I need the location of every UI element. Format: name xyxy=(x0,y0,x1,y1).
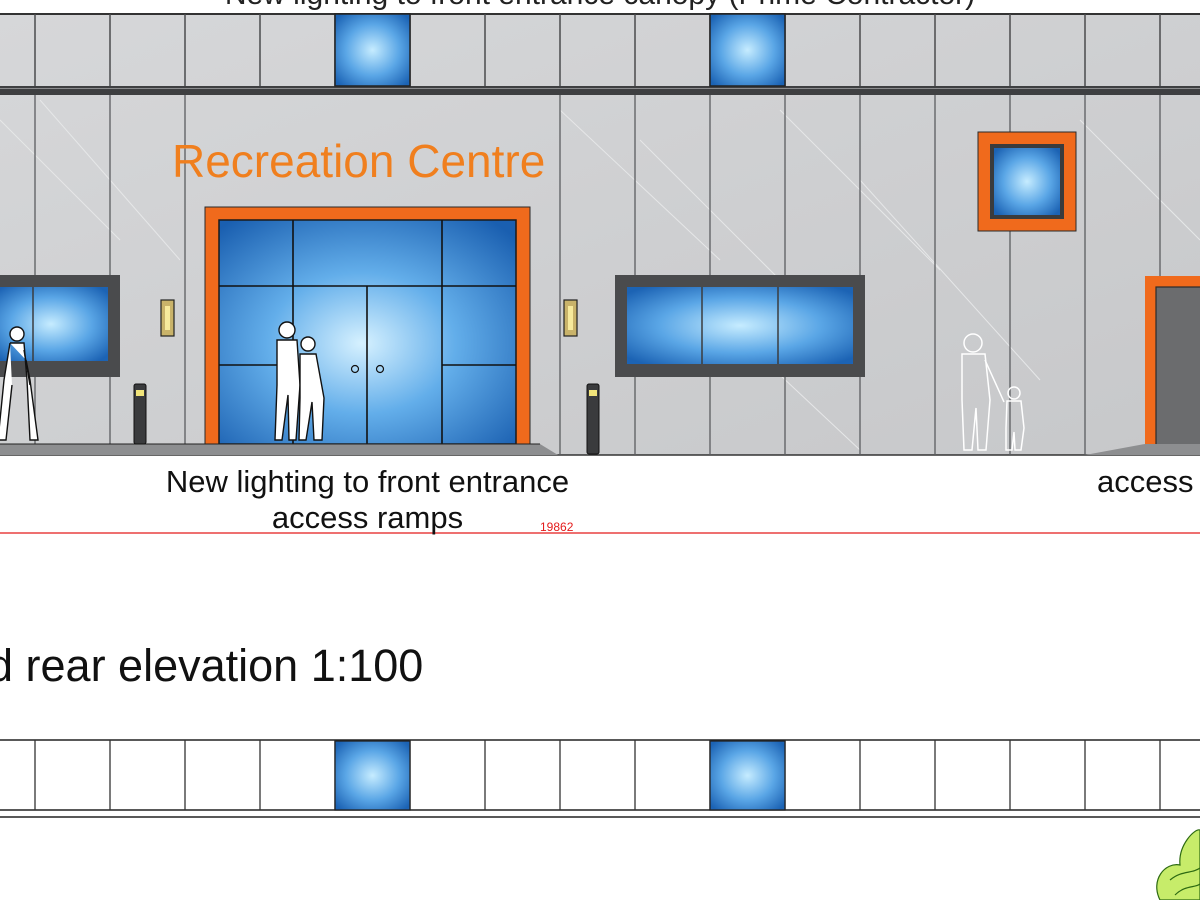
clerestory-window xyxy=(334,13,411,87)
elevation-title: d rear elevation 1:100 xyxy=(0,640,424,691)
rear-clerestory-window xyxy=(334,740,411,811)
wall-light-icon xyxy=(563,299,578,337)
rear-clerestory-window xyxy=(709,740,786,811)
entrance-doors xyxy=(204,206,531,445)
middle-window xyxy=(615,275,865,377)
clerestory-window xyxy=(709,13,786,87)
fascia-band xyxy=(0,86,1200,95)
couple-figure-icon xyxy=(274,321,325,441)
rear-elevation xyxy=(0,739,1200,900)
wall-light-icon xyxy=(160,299,175,337)
building-sign: Recreation Centre xyxy=(172,135,546,187)
door-handle xyxy=(375,364,385,374)
lighting-note-line1: New lighting to front entrance xyxy=(165,464,570,499)
right-door xyxy=(1145,276,1200,447)
bollard-light-icon xyxy=(133,383,147,445)
lighting-note: New lighting to front entrance access ra… xyxy=(0,464,735,536)
access-ramps xyxy=(0,443,1200,455)
right-access-note: access xyxy=(1097,464,1194,499)
top-note: New lighting to front entrance canopy (P… xyxy=(0,0,1200,12)
bollard-light-icon xyxy=(586,383,600,455)
tree-icon xyxy=(1156,829,1200,900)
front-elevation xyxy=(0,13,1200,534)
cladding-wall xyxy=(0,14,1200,455)
door-handle xyxy=(350,364,360,374)
high-window xyxy=(977,131,1077,232)
main-panel-joints xyxy=(34,95,1161,455)
adult-child-figure-icon xyxy=(961,333,1025,451)
person-walking-icon xyxy=(0,326,39,441)
dimension-label: 19862 xyxy=(540,520,574,534)
left-window xyxy=(0,275,120,377)
lighting-note-line2: access ramps xyxy=(271,500,464,535)
